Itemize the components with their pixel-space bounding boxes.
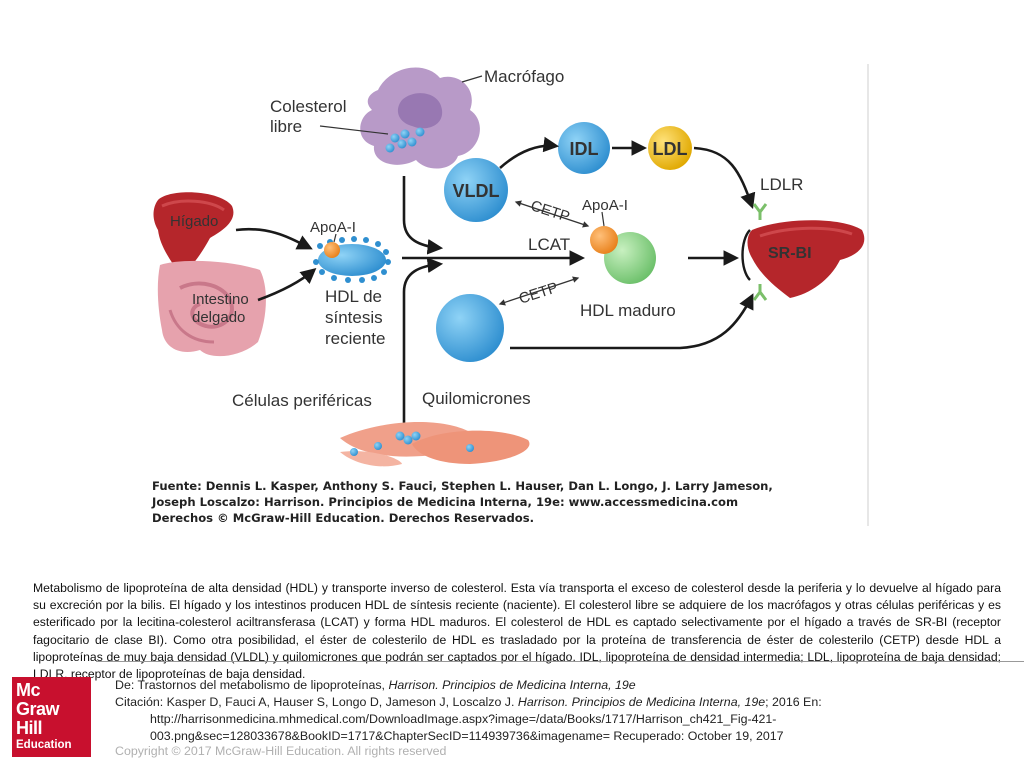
divider (96, 661, 1024, 662)
chylomicrons-label: Quilomicrones (422, 389, 531, 408)
logo-line-1: Mc (16, 680, 41, 700)
citation-book: Harrison. Principios de Medicina Interna… (517, 695, 766, 709)
liver-right (747, 220, 865, 298)
idl-label: IDL (570, 139, 599, 159)
nascent-hdl (313, 236, 391, 283)
intestine-label-2: delgado (192, 309, 245, 326)
credit-line-2: Joseph Loscalzo: Harrison. Principios de… (151, 495, 738, 509)
source-line: De: Trastornos del metabolismo de lipopr… (115, 677, 995, 694)
logo-line-2: Graw (16, 699, 60, 719)
lipoprotein-metabolism-figure: Macrófago Colesterol libre Hígado Intest… (140, 60, 870, 528)
apoa1-left-label: ApoA-I (310, 219, 356, 236)
credit-line-1: Fuente: Dennis L. Kasper, Anthony S. Fau… (152, 479, 773, 493)
free-cholesterol-label-1: Colesterol (270, 97, 347, 116)
figure-caption: Metabolismo de lipoproteína de alta dens… (33, 581, 1001, 682)
chylomicron-particle (436, 294, 504, 362)
nascent-hdl-label-1: HDL de (325, 287, 382, 306)
ldl-particle (648, 126, 692, 170)
mcgraw-hill-logo: Mc Graw Hill Education (12, 677, 91, 757)
idl-particle (558, 122, 610, 174)
lcat-label: LCAT (528, 235, 570, 254)
macrophage-cell (360, 67, 480, 169)
srbi-label: SR-BI (768, 245, 812, 262)
ldlr-label: LDLR (760, 175, 803, 194)
citation-block: De: Trastornos del metabolismo de lipopr… (115, 677, 995, 745)
citation-suffix: ; 2016 En: http://harrisonmedicina.mhmed… (150, 695, 822, 743)
liver-label: Hígado (170, 213, 218, 230)
liver-left (153, 192, 234, 274)
ldl-label: LDL (653, 139, 688, 159)
macrophage-label: Macrófago (484, 67, 564, 86)
cetp-top-label: CETP (529, 197, 572, 226)
mature-hdl-label: HDL maduro (580, 301, 676, 320)
small-intestine (157, 260, 266, 357)
logo-line-3: Hill (16, 718, 43, 738)
intestine-label-1: Intestino (192, 291, 249, 308)
vldl-label: VLDL (453, 181, 500, 201)
citation-prefix: Citación: Kasper D, Fauci A, Hauser S, L… (115, 695, 518, 709)
citation-line: Citación: Kasper D, Fauci A, Hauser S, L… (115, 694, 995, 745)
mature-hdl (590, 226, 656, 284)
nascent-hdl-label-2: síntesis (325, 308, 383, 327)
source-title: Trastornos del metabolismo de lipoproteí… (137, 678, 389, 692)
logo-line-4: Education (16, 739, 72, 751)
cetp-bottom-label: CETP (517, 279, 560, 308)
source-prefix: De: (115, 678, 138, 692)
copyright-notice: Copyright © 2017 McGraw-Hill Education. … (115, 744, 447, 758)
nascent-hdl-label-3: reciente (325, 329, 385, 348)
peripheral-cells-label: Células periféricas (232, 391, 372, 410)
apoa1-right-label: ApoA-I (582, 197, 628, 214)
receptor-icon (752, 203, 768, 301)
free-cholesterol-label-2: libre (270, 117, 302, 136)
vldl-particle (444, 158, 508, 222)
peripheral-cells (340, 421, 530, 467)
credit-line-3: Derechos © McGraw-Hill Education. Derech… (152, 511, 534, 525)
source-book: Harrison. Principios de Medicina Interna… (388, 678, 636, 692)
